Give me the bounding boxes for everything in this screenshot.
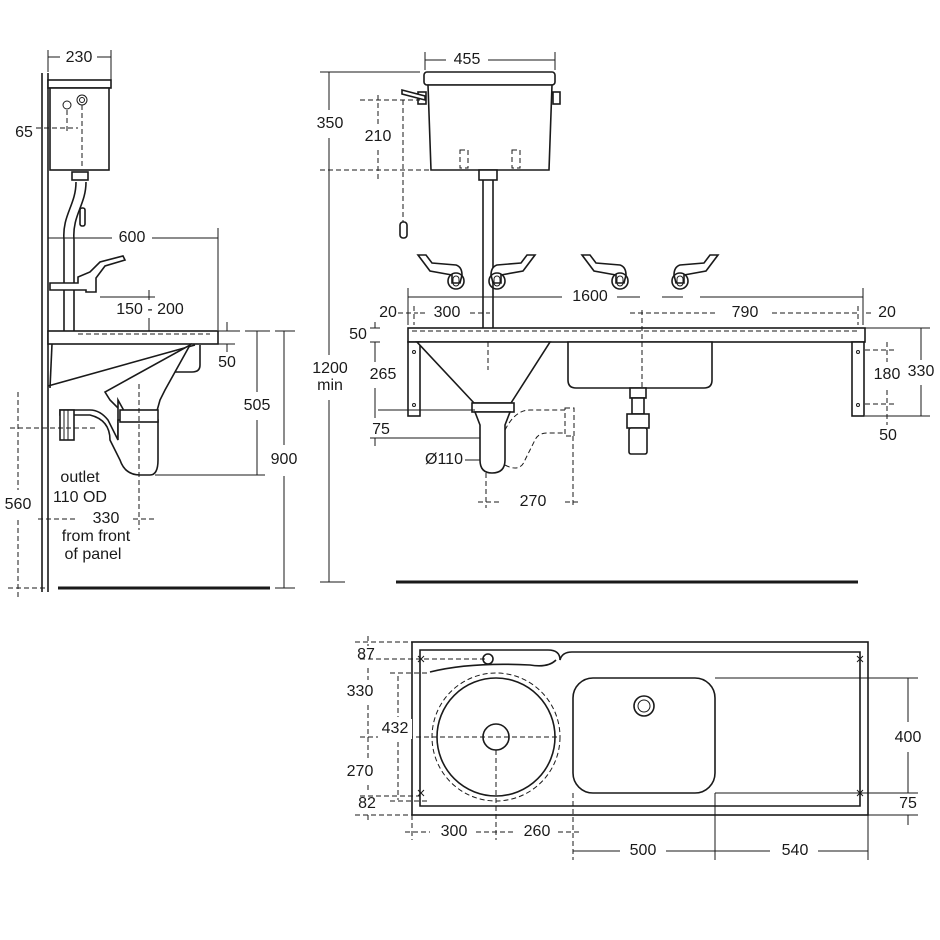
dim-bowl-diameter: 432 [382, 720, 409, 737]
dim-overall-width: 1600 [572, 288, 608, 305]
dim-trap-depth: 505 [244, 397, 271, 414]
flush-pipe-front [482, 180, 494, 328]
dim-cistern-height: 350 [317, 115, 344, 132]
dim-sink-depth: 400 [895, 729, 922, 746]
dim-front-rim: 82 [358, 795, 376, 812]
dim-sink-offset: 790 [732, 304, 759, 321]
dim-chain-offset: 210 [365, 128, 392, 145]
tap-side [49, 255, 127, 293]
dim-front-to-centre: 270 [347, 763, 374, 780]
worktop-side [47, 330, 219, 345]
dim-cistern-width-front: 455 [454, 51, 481, 68]
dim-left-edge: 20 [379, 304, 397, 321]
dim-bracket-fixings: 180 [874, 366, 901, 383]
front-view: 455 350 210 1200 min 1600 20 300 790 20 … [312, 51, 935, 584]
outlet-note-line3: from front [62, 528, 131, 545]
dim-back-to-hole: 87 [357, 646, 375, 663]
dimension-lines-plan [355, 636, 918, 860]
cistern-side [47, 79, 112, 181]
sink-bowl-plan [572, 677, 716, 794]
cistern-front [401, 71, 561, 181]
dim-right-edge: 20 [878, 304, 896, 321]
side-view: 230 65 600 150 - 200 50 505 900 560 outl… [5, 48, 298, 600]
lever-taps [416, 254, 720, 290]
dimension-lines-front [320, 52, 930, 583]
hopper-front [415, 341, 575, 474]
dim-trap-offset: 270 [520, 493, 547, 510]
dim-overall-height-min: min [317, 377, 343, 394]
rim-outline-plan [419, 649, 861, 807]
dim-sink-front: 75 [899, 795, 917, 812]
sink-front [567, 310, 713, 455]
dim-outlet-diameter: Ø110 [425, 451, 463, 468]
dim-outlet-offset: 330 [93, 510, 120, 527]
worktop-front [407, 327, 866, 417]
plan-view: 87 330 432 270 82 300 260 500 540 400 75 [347, 636, 922, 860]
dim-worktop-height: 900 [271, 451, 298, 468]
outlet-note-line4: of panel [65, 546, 122, 563]
outlet-note-line1: outlet [60, 469, 100, 486]
dim-worktop-thickness-side: 50 [218, 354, 236, 371]
dimension-lines-side [8, 50, 295, 600]
outlet-note-line2: 110 OD [53, 489, 107, 506]
dim-hopper-offset: 300 [434, 304, 461, 321]
dim-projection: 600 [119, 229, 146, 246]
dim-overall-height: 1200 [312, 360, 348, 377]
dim-outlet-height: 560 [5, 496, 32, 513]
flush-pipe-side [63, 181, 87, 332]
dim-pull-offset: 65 [15, 124, 33, 141]
dim-back-to-centre: 330 [347, 683, 374, 700]
worktop-outline-plan [411, 641, 869, 816]
dim-left-to-centre: 300 [441, 823, 468, 840]
dim-cistern-width-side: 230 [66, 49, 93, 66]
drainer-ledge [429, 659, 557, 673]
wall-panel [41, 73, 49, 592]
hopper-side [47, 342, 201, 476]
dim-sink-to-end: 540 [782, 842, 809, 859]
dim-centre-to-sink: 260 [524, 823, 551, 840]
chain-pull-handle-front [399, 221, 408, 239]
dim-bracket-bottom: 50 [879, 427, 897, 444]
dim-sink-width: 500 [630, 842, 657, 859]
chain-pull-handle [79, 207, 86, 227]
dim-tap-height: 150 - 200 [116, 301, 184, 318]
dim-hopper-depth: 265 [370, 366, 397, 383]
dim-bracket-height: 330 [908, 363, 935, 380]
dim-top-thickness: 50 [349, 326, 367, 343]
dim-spigot-height: 75 [372, 421, 390, 438]
